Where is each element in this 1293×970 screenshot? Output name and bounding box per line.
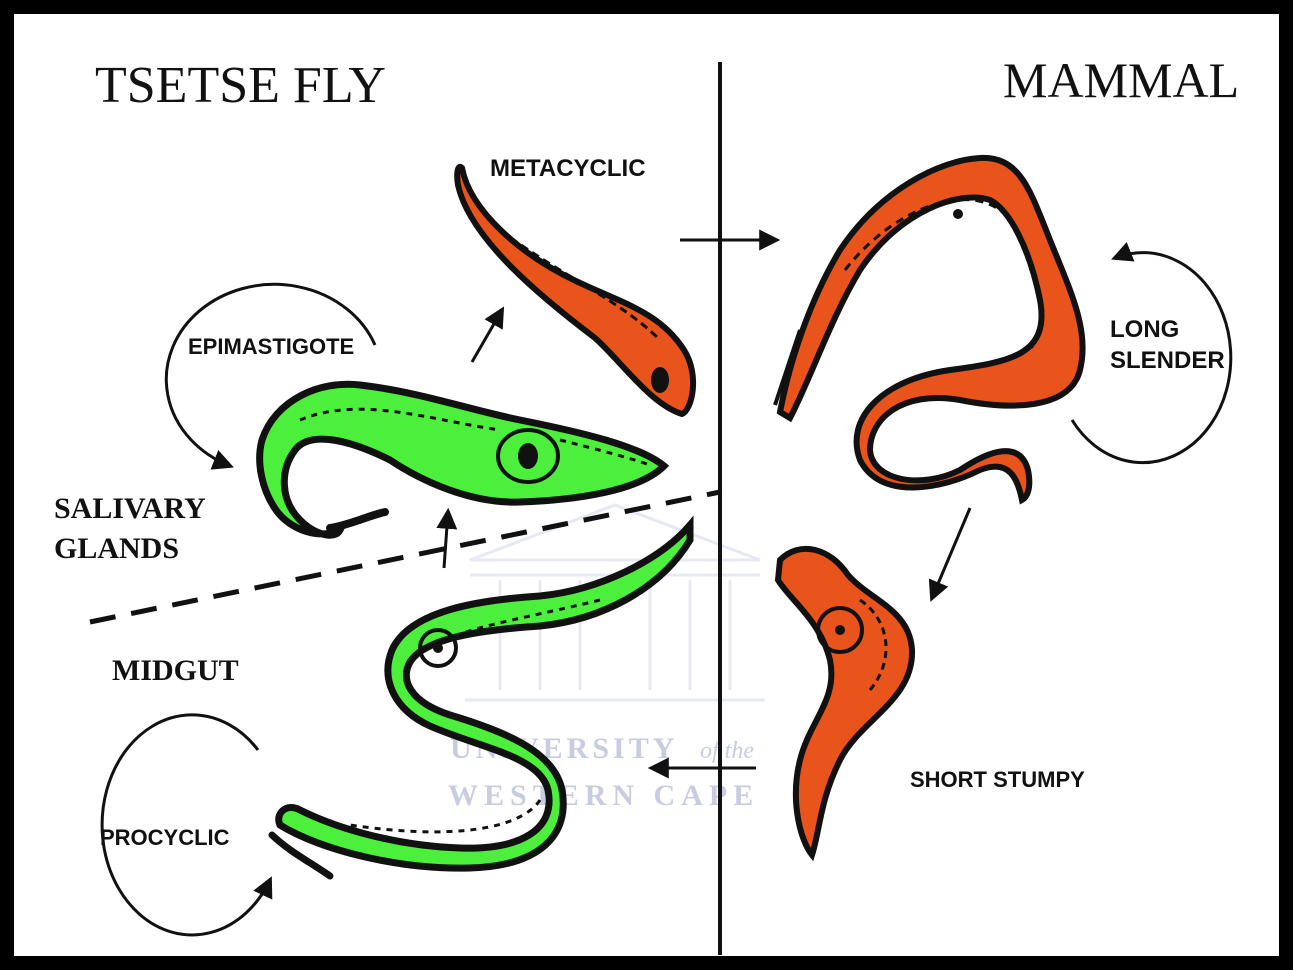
epimastigote-label: EPIMASTIGOTE (188, 334, 354, 359)
epimastigote-trypanosome (260, 384, 664, 535)
short-stumpy-trypanosome (778, 549, 912, 855)
tsetse-fly-heading: TSETSE FLY (95, 57, 386, 114)
long-slender-to-short-stumpy-arrow (932, 508, 970, 598)
watermark-line2: WESTERN CAPE (448, 779, 759, 812)
procyclic-label: PROCYCLIC (100, 825, 230, 850)
mammal-heading: MAMMAL (1003, 52, 1239, 108)
long-label: LONG (1110, 316, 1179, 343)
glands-label: GLANDS (54, 532, 179, 565)
slender-label: SLENDER (1110, 347, 1225, 374)
long-slender-trypanosome (775, 158, 1083, 500)
procyclic-to-epimastigote-arrow (444, 512, 448, 568)
metacyclic-label: METACYCLIC (490, 155, 646, 182)
metacyclic-trypanosome (457, 167, 693, 414)
midgut-label: MIDGUT (112, 654, 239, 687)
epimastigote-to-metacyclic-arrow (472, 310, 502, 362)
watermark-of-the: of the (700, 738, 754, 764)
short-stumpy-label: SHORT STUMPY (910, 767, 1085, 792)
salivary-label: SALIVARY (54, 492, 206, 525)
